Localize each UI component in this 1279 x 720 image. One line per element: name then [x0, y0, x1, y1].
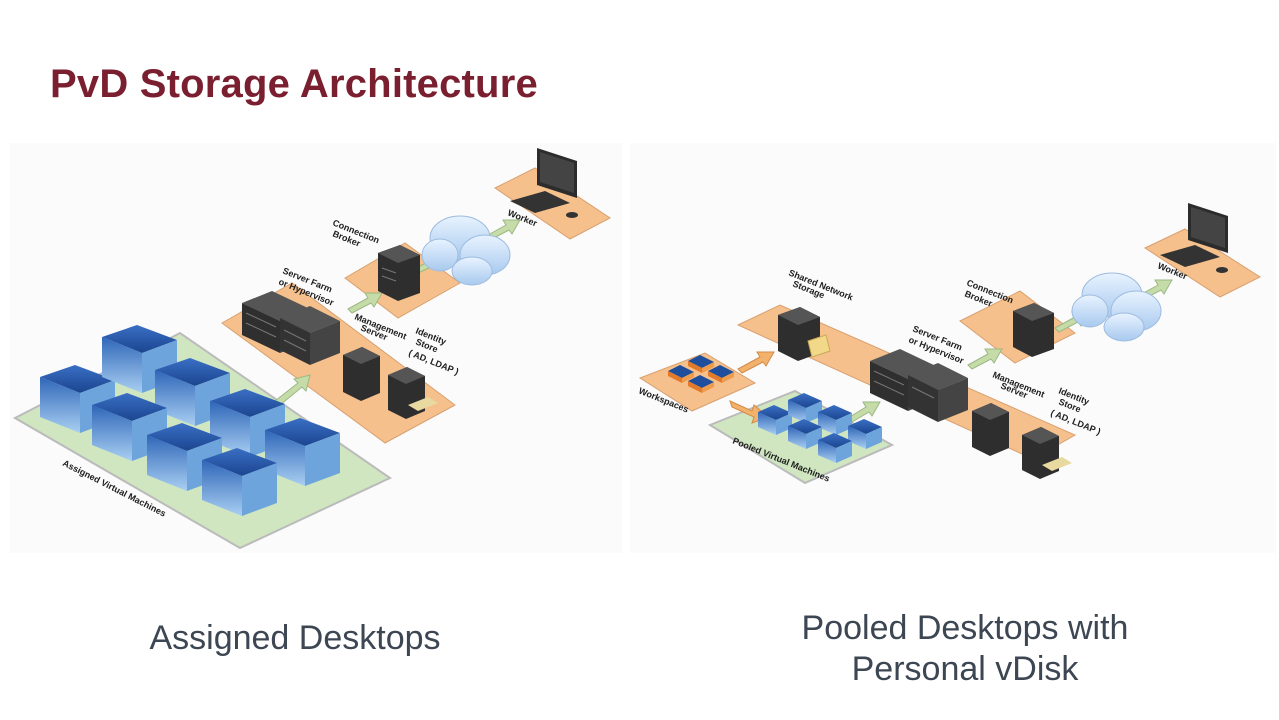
caption-pooled-line2: Personal vDisk — [851, 649, 1079, 688]
management-server-icon — [972, 403, 1009, 456]
management-server-icon — [343, 347, 380, 401]
cloud-icon — [421, 215, 511, 286]
page-title: PvD Storage Architecture — [50, 62, 538, 106]
assigned-desktops-diagram: Worker Connection Broker Server Farm or … — [10, 143, 622, 553]
assigned-vm-stacks — [40, 325, 340, 516]
workspaces-disks — [668, 355, 734, 393]
arrow-workspaces-to-storage — [737, 351, 775, 374]
shared-storage-icon — [778, 307, 831, 361]
identity-store-icon — [1022, 427, 1072, 479]
caption-pooled-line1: Pooled Desktops with — [801, 609, 1129, 647]
arrow-vms-to-farm — [274, 374, 311, 406]
arrow-farm-to-broker — [967, 348, 1003, 370]
broker-server-icon — [1013, 303, 1054, 357]
identity-store-icon — [388, 367, 438, 419]
pooled-desktops-diagram: Worker Connection Broker Shared Network … — [630, 143, 1276, 553]
pooled-vm-stacks — [758, 393, 882, 463]
worker-computer-icon — [510, 148, 578, 218]
arrow-pool-to-farm — [847, 401, 881, 423]
broker-server-icon — [378, 245, 420, 301]
cloud-icon — [1071, 272, 1162, 342]
server-farm-icon — [242, 291, 340, 365]
worker-platform — [1143, 228, 1262, 298]
worker-computer-icon — [1160, 203, 1228, 273]
server-farm-icon — [870, 349, 968, 422]
caption-pooled-desktops: Pooled Desktops with Personal vDisk — [760, 608, 1170, 690]
arrow-farm-to-broker — [347, 292, 383, 314]
caption-assigned-desktops: Assigned Desktops — [149, 619, 441, 657]
